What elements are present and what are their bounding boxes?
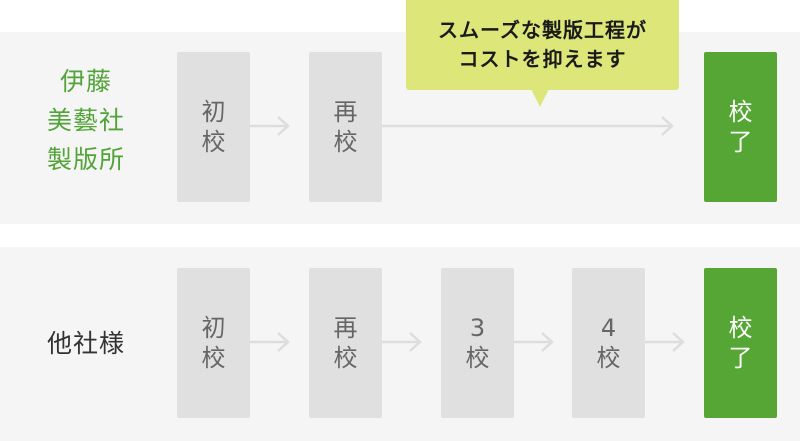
step-text: 再 <box>333 98 358 126</box>
callout-tail <box>531 89 549 107</box>
callout-bubble: スムーズな製版工程が コストを抑えます <box>406 0 679 90</box>
step-text: 校 <box>465 344 490 372</box>
arrow-right-icon <box>250 332 292 352</box>
step-text: 3 <box>469 314 486 342</box>
arrow-right-icon <box>382 332 424 352</box>
row-others-label: 他社様 <box>0 324 172 363</box>
step-text: 校 <box>333 128 358 156</box>
step-second-proof: 再 校 <box>309 52 382 202</box>
step-text: 了 <box>728 128 753 156</box>
label-line: 製版所 <box>46 145 125 174</box>
step-text: 校 <box>201 344 226 372</box>
step-text: 校 <box>333 344 358 372</box>
callout-line: スムーズな製版工程が <box>438 18 647 42</box>
step-text: 再 <box>333 314 358 342</box>
step-text: 了 <box>728 344 753 372</box>
row-others-band <box>0 247 800 441</box>
step-proof-complete: 校 了 <box>704 268 777 418</box>
arrow-right-icon <box>645 332 687 352</box>
step-first-proof: 初 校 <box>177 52 250 202</box>
step-text: 初 <box>201 98 226 126</box>
step-first-proof: 初 校 <box>177 268 250 418</box>
row-ours-label: 伊藤 美藝社 製版所 <box>0 62 172 179</box>
step-third-proof: 3 校 <box>441 268 514 418</box>
step-proof-complete: 校 了 <box>704 52 777 202</box>
label-line: 美藝社 <box>46 106 125 135</box>
step-text: 校 <box>728 314 753 342</box>
label-line: 他社様 <box>46 329 125 358</box>
step-text: 初 <box>201 314 226 342</box>
label-line: 伊藤 <box>59 67 112 96</box>
callout-line: コストを抑えます <box>458 47 627 71</box>
arrow-right-icon <box>514 332 556 352</box>
step-text: 校 <box>201 128 226 156</box>
arrow-right-icon <box>250 116 292 136</box>
arrow-right-long-icon <box>382 116 676 136</box>
step-text: 4 <box>600 314 617 342</box>
step-text: 校 <box>596 344 621 372</box>
step-second-proof: 再 校 <box>309 268 382 418</box>
step-text: 校 <box>728 98 753 126</box>
step-fourth-proof: 4 校 <box>572 268 645 418</box>
